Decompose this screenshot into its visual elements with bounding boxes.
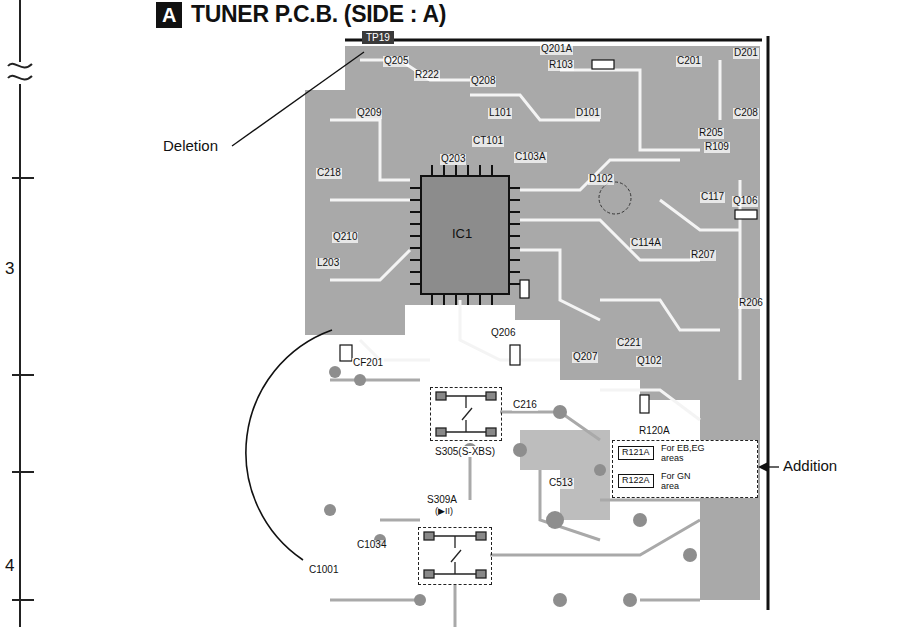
part-label: Q209 <box>356 108 382 119</box>
ic-chip: IC1 <box>420 175 510 295</box>
part-label: C103A <box>514 152 547 163</box>
part-label: R103 <box>548 60 574 71</box>
part-label: C114A <box>630 238 662 249</box>
part-label: R207 <box>690 250 716 261</box>
addition-region: For EB,EG areasFor GN area R121A R122A <box>612 440 758 498</box>
part-label: Q102 <box>636 356 662 367</box>
part-label: D101 <box>575 108 601 119</box>
page-title: TUNER P.C.B. (SIDE : A) <box>190 2 447 26</box>
part-label: Q203 <box>440 154 466 165</box>
board-outline <box>246 36 768 610</box>
callout-text: Deletion <box>162 138 219 154</box>
arrow-head <box>758 462 768 472</box>
node-text: (▶II) <box>433 507 455 517</box>
part-label: Q207 <box>572 352 598 363</box>
switch-outline: S305(S-XBS) <box>430 387 502 441</box>
part-label: C201 <box>676 56 702 67</box>
pcb-trace <box>330 60 740 420</box>
part-label: L101 <box>488 108 512 119</box>
part-label: C117 <box>700 192 725 203</box>
node-text: R122A <box>622 476 650 486</box>
part-label: R120A <box>638 426 671 437</box>
node-text: S305(S-XBS) <box>433 446 497 457</box>
section-badge: A <box>156 2 182 28</box>
node-text: For EB,EG areas <box>661 444 719 464</box>
resistor-part: R122A <box>618 474 654 488</box>
part-label: C513 <box>548 478 574 489</box>
node-text: R121A <box>622 448 650 458</box>
node-text: TP19 <box>366 32 390 43</box>
part-label: L203 <box>316 258 340 269</box>
part-label: R205 <box>698 128 724 139</box>
grid-number: 3 <box>4 260 15 278</box>
grid-number: 4 <box>4 557 15 575</box>
part-label: R222 <box>414 70 440 81</box>
callout-text: Addition <box>782 458 838 474</box>
leader-line <box>232 52 779 467</box>
pcb-wiring <box>330 380 700 627</box>
part-label: Q208 <box>470 76 496 87</box>
part-label: C1034 <box>356 540 387 551</box>
part-label: C216 <box>512 400 538 411</box>
switch-outline: S309A(▶II) <box>418 527 492 585</box>
part-label: C208 <box>733 108 759 119</box>
part-label: CF201 <box>352 358 384 369</box>
ic-pin <box>410 165 520 305</box>
part-label: Q205 <box>383 56 409 67</box>
part-label: Q206 <box>490 328 516 339</box>
part-label: C1001 <box>308 565 339 576</box>
solder-pad <box>324 366 697 607</box>
part-label: Q201A <box>540 44 573 55</box>
part-label: D201 <box>733 48 759 59</box>
smd-part <box>340 60 757 413</box>
part-label: C218 <box>316 168 342 179</box>
part-label: Q106 <box>732 196 758 207</box>
resistor-part: R121A <box>618 446 654 460</box>
copper-pour <box>305 46 760 600</box>
switch-symbol <box>424 392 496 578</box>
diode-outline <box>599 182 631 214</box>
page-ruler <box>8 0 34 627</box>
part-label: D102 <box>588 174 614 185</box>
part-label: CT101 <box>472 136 504 147</box>
part-label: Q210 <box>332 232 358 243</box>
node-text: S309A <box>425 494 459 505</box>
node-text: IC1 <box>452 227 472 241</box>
part-label: R109 <box>704 142 730 153</box>
part-label: C221 <box>616 338 642 349</box>
part-label: R206 <box>738 298 764 309</box>
test-point-tag: TP19 <box>362 31 394 44</box>
node-text: A <box>162 4 176 26</box>
node-text: For GN area <box>661 472 701 492</box>
